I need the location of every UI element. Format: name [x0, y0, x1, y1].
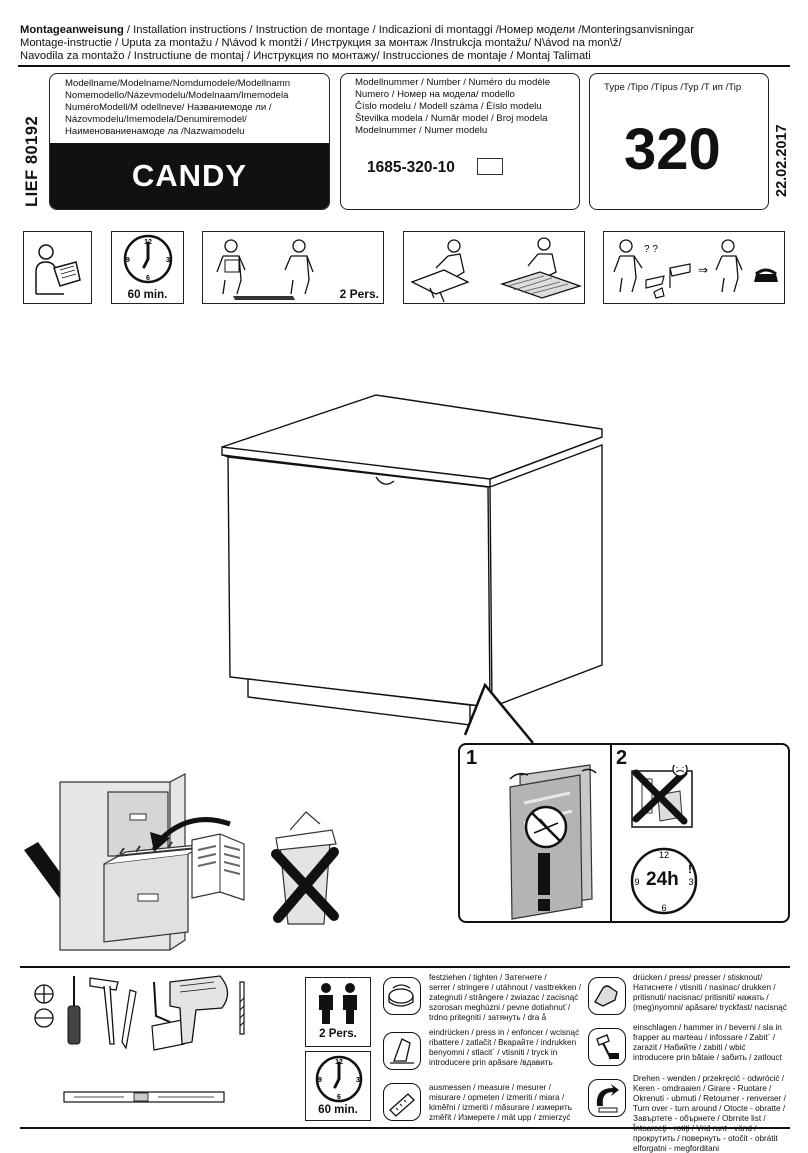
model-number-value: 1685-320-10: [367, 159, 455, 176]
keep-instructions-illustration: [24, 773, 245, 951]
hammer-icon: [89, 977, 119, 1045]
callout-divider: [610, 745, 612, 921]
tools-illustration: [34, 975, 245, 1103]
hammer-in-text: einschlagen / hammer in / beverni / sla …: [633, 1023, 782, 1062]
measure-text: ausmessen / measure / mesurer / misurare…: [429, 1083, 573, 1122]
turn-over-icon-box: [588, 1079, 626, 1117]
pencil-icon: [121, 989, 137, 1050]
press-hand-icon: [594, 985, 618, 1007]
model-number-box: Modellnummer / Number / Numéro du modèle…: [340, 73, 580, 210]
press-hand-icon-box: [588, 977, 626, 1015]
screwdriver-heads-icon: [34, 984, 54, 1028]
step-number-2: 2: [616, 747, 628, 769]
screwdriver-icon: [67, 976, 81, 1045]
color-code-box: [477, 158, 503, 175]
cabinet-drawing: [221, 394, 603, 726]
svg-text:12: 12: [659, 850, 669, 860]
lief-number: LIEF 80192: [23, 115, 41, 207]
tighten-icon-box: [383, 977, 421, 1015]
step-number-1: 1: [466, 747, 478, 769]
svg-text:6: 6: [661, 903, 666, 913]
trash-bin-crossed: [271, 811, 339, 925]
missing-parts-call-icon: ? ? ⇒: [613, 239, 778, 299]
two-persons-box: 2 Pers.: [202, 231, 384, 304]
reading-person-icon: [35, 244, 81, 295]
callout-pointer: [463, 682, 534, 744]
header-line-3: Navodila za montažo / Instructiune de mo…: [20, 50, 591, 62]
svg-text:3: 3: [166, 257, 170, 264]
clock-icon: 12 3 6 9: [123, 234, 173, 284]
two-persons-icon: [319, 983, 357, 1024]
svg-text:6: 6: [146, 275, 150, 282]
svg-text:!: !: [688, 862, 692, 876]
cross-icon: [271, 847, 339, 923]
svg-text:⇒: ⇒: [698, 263, 708, 277]
assembly-time: 60 min.: [127, 289, 168, 301]
model-number-labels: Modellnummer / Number / Numéro du modèle…: [355, 77, 551, 136]
wait-24h-clock-icon: 12 3 6 9 !: [630, 847, 698, 915]
model-name-box: Modellname/Modelname/Nomdumodele/Modelln…: [49, 73, 330, 210]
missing-parts-box: ? ? ⇒: [603, 231, 785, 304]
svg-text:9: 9: [126, 257, 130, 264]
date: 22.02.2017: [774, 124, 790, 197]
bottom-persons-label: 2 Pers.: [319, 1028, 357, 1040]
hex-key-icon: [151, 981, 185, 1051]
no-sharp-tools-glass-icon: [509, 764, 597, 920]
persons-label: 2 Pers.: [339, 287, 379, 301]
svg-text:9: 9: [318, 1077, 322, 1084]
svg-text:6: 6: [337, 1094, 341, 1101]
tighten-icon: [388, 984, 414, 1007]
wait-duration: 24h: [646, 869, 679, 890]
spirit-level-icon: [63, 1091, 225, 1103]
bottom-time-label: 60 min.: [318, 1104, 358, 1116]
turn-over-icon: [596, 1084, 619, 1113]
bottom-rule: [20, 1127, 790, 1129]
header-rule: [18, 65, 790, 67]
turn-over-text: Drehen - wenden / przekręcić - odwrócić …: [633, 1074, 786, 1153]
bottom-clock-icon: 12 3 6 9: [315, 1055, 363, 1103]
press-in-icon: [390, 1038, 414, 1064]
svg-text:? ?: ? ?: [644, 244, 658, 255]
no-chemicals-icon: [631, 765, 693, 828]
header-languages-1: / Installation instructions / Instructio…: [123, 24, 694, 36]
press-in-icon-box: [383, 1032, 421, 1070]
floor-protection-box: [403, 231, 585, 304]
measure-icon-box: [383, 1083, 421, 1121]
bottom-time-box: 12 3 6 9 60 min.: [305, 1051, 371, 1121]
type-box: Type /Tipo /Típus /Typ /Т ип /Tip 320: [589, 73, 769, 210]
read-instructions-box: [23, 231, 92, 304]
two-workers-icon: [216, 239, 314, 300]
precaution-callout: 1 2 12 3 6 9 ! 24h: [458, 743, 790, 923]
type-value: 320: [624, 117, 721, 182]
hammer-icon-box: [588, 1028, 626, 1066]
type-label: Type /Tipo /Típus /Typ /Т ип /Tip: [604, 82, 742, 93]
bottom-persons-box: 2 Pers.: [305, 977, 371, 1047]
tighten-text: festziehen / tighten / Затегнете / serre…: [429, 973, 581, 1022]
bottom-top-rule: [20, 966, 790, 968]
drill-icon: [169, 975, 229, 1045]
measure-icon: [389, 1093, 415, 1117]
header-title: Montageanweisung: [20, 24, 124, 36]
model-name-value: CANDY: [50, 143, 329, 209]
svg-text:3: 3: [688, 877, 693, 887]
header-line-2: Montage-instructie / Uputa za montažu / …: [20, 37, 622, 49]
svg-text:9: 9: [634, 877, 639, 887]
press-hand-text: drücken / press/ presser / stisknout/ На…: [633, 973, 787, 1012]
hammer-in-icon: [596, 1034, 619, 1060]
press-in-text: eindrücken / press in / enfoncer / wcisn…: [429, 1028, 580, 1067]
drill-bit-icon: [239, 981, 245, 1035]
model-name-labels: Modellname/Modelname/Nomdumodele/Modelln…: [65, 78, 291, 137]
work-on-carpet-icon: [410, 237, 583, 303]
assembly-time-box: 12 3 6 9 60 min.: [111, 231, 184, 304]
svg-text:3: 3: [356, 1077, 360, 1084]
header-line-1: Montageanweisung / Installation instruct…: [20, 23, 790, 37]
